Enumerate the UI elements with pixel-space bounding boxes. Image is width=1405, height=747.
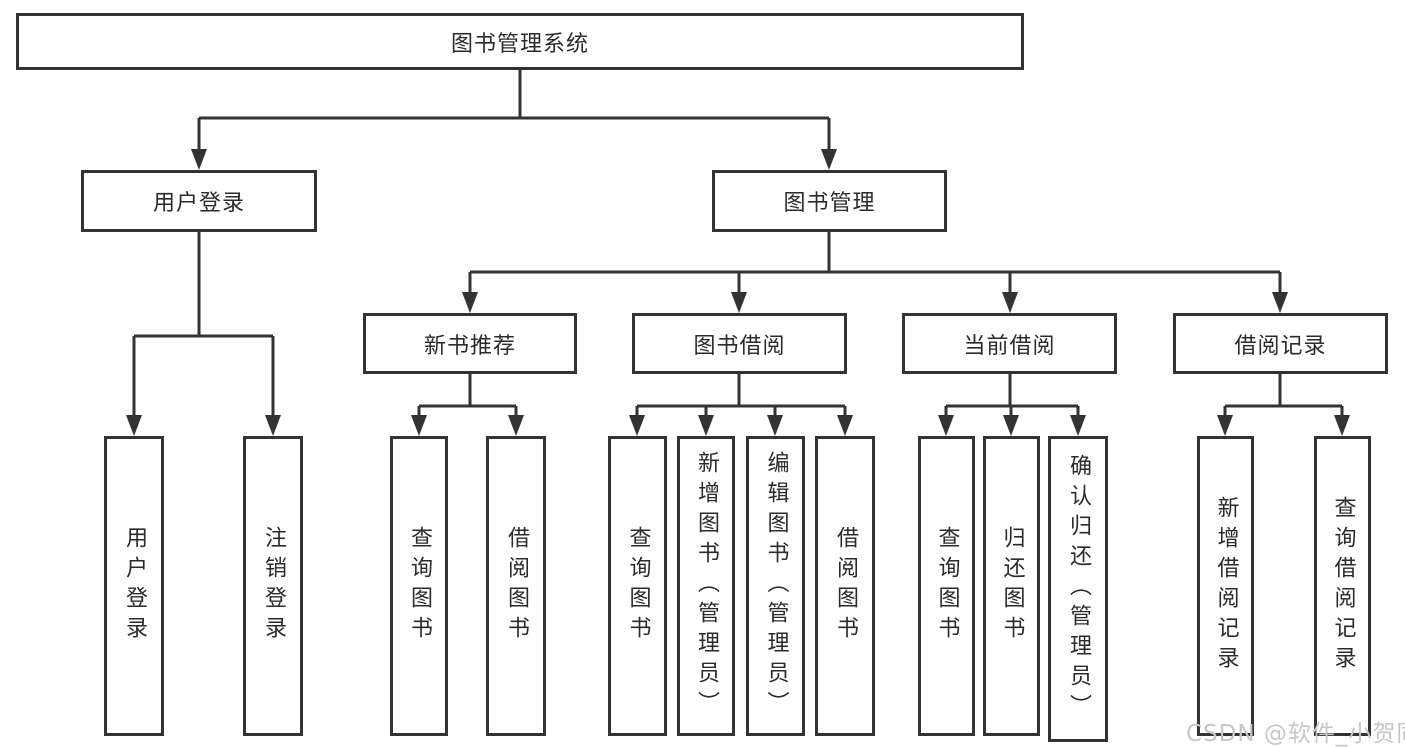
leaf-add-borrow-record-label: 新增借阅记录 [1213, 496, 1239, 676]
node-book-management-label: 图书管理 [783, 191, 876, 216]
leaf-current-query-book-label: 查询图书 [934, 526, 960, 646]
leaf-borrow-query-book-label: 查询图书 [625, 526, 651, 646]
node-user-login-label: 用户登录 [152, 191, 245, 216]
leaf-borrow-book-label: 借阅图书 [833, 526, 858, 646]
leaf-current-query-book: 查询图书 [918, 436, 975, 736]
watermark: CSDN @软件_小贺同学 [1186, 721, 1405, 747]
leaf-borrow-book: 借阅图书 [815, 436, 875, 736]
node-new-book-recommend-label: 新书推荐 [423, 333, 516, 359]
arrowheads [126, 149, 1350, 436]
node-current-borrow: 当前借阅 [902, 313, 1117, 374]
node-root: 图书管理系统 [16, 13, 1024, 70]
leaf-add-book-admin-label: 新增图书（管理员） [694, 451, 719, 721]
leaf-return-book: 归还图书 [983, 436, 1040, 736]
leaf-edit-book-admin: 编辑图书（管理员） [746, 436, 805, 736]
leaf-query-borrow-record-label: 查询借阅记录 [1330, 496, 1356, 676]
leaf-recommend-query-book: 查询图书 [390, 436, 448, 736]
leaf-borrow-query-book: 查询图书 [608, 436, 667, 736]
node-book-borrow: 图书借阅 [632, 313, 847, 374]
leaf-recommend-borrow-book: 借阅图书 [486, 436, 546, 736]
leaf-add-book-admin: 新增图书（管理员） [677, 436, 735, 736]
node-new-book-recommend: 新书推荐 [363, 313, 577, 374]
node-user-login: 用户登录 [81, 170, 317, 232]
node-root-label: 图书管理系统 [450, 31, 589, 57]
node-book-management: 图书管理 [712, 170, 947, 232]
leaf-logout-label: 注销登录 [261, 526, 286, 646]
leaf-confirm-return-admin-label: 确认归还（管理员） [1066, 454, 1091, 724]
leaf-user-login-label: 用户登录 [122, 526, 147, 646]
leaf-return-book-label: 归还图书 [999, 526, 1025, 646]
node-borrow-record: 借阅记录 [1173, 313, 1388, 374]
leaf-user-login: 用户登录 [104, 436, 164, 736]
node-borrow-record-label: 借阅记录 [1234, 333, 1327, 359]
leaf-logout: 注销登录 [243, 436, 303, 736]
node-book-borrow-label: 图书借阅 [693, 333, 786, 359]
leaf-recommend-query-book-label: 查询图书 [407, 526, 432, 646]
leaf-add-borrow-record: 新增借阅记录 [1197, 436, 1254, 736]
leaf-recommend-borrow-book-label: 借阅图书 [504, 526, 529, 646]
leaf-query-borrow-record: 查询借阅记录 [1314, 436, 1371, 736]
leaf-confirm-return-admin: 确认归还（管理员） [1048, 436, 1108, 742]
node-current-borrow-label: 当前借阅 [963, 333, 1056, 359]
leaf-edit-book-admin-label: 编辑图书（管理员） [763, 451, 789, 721]
